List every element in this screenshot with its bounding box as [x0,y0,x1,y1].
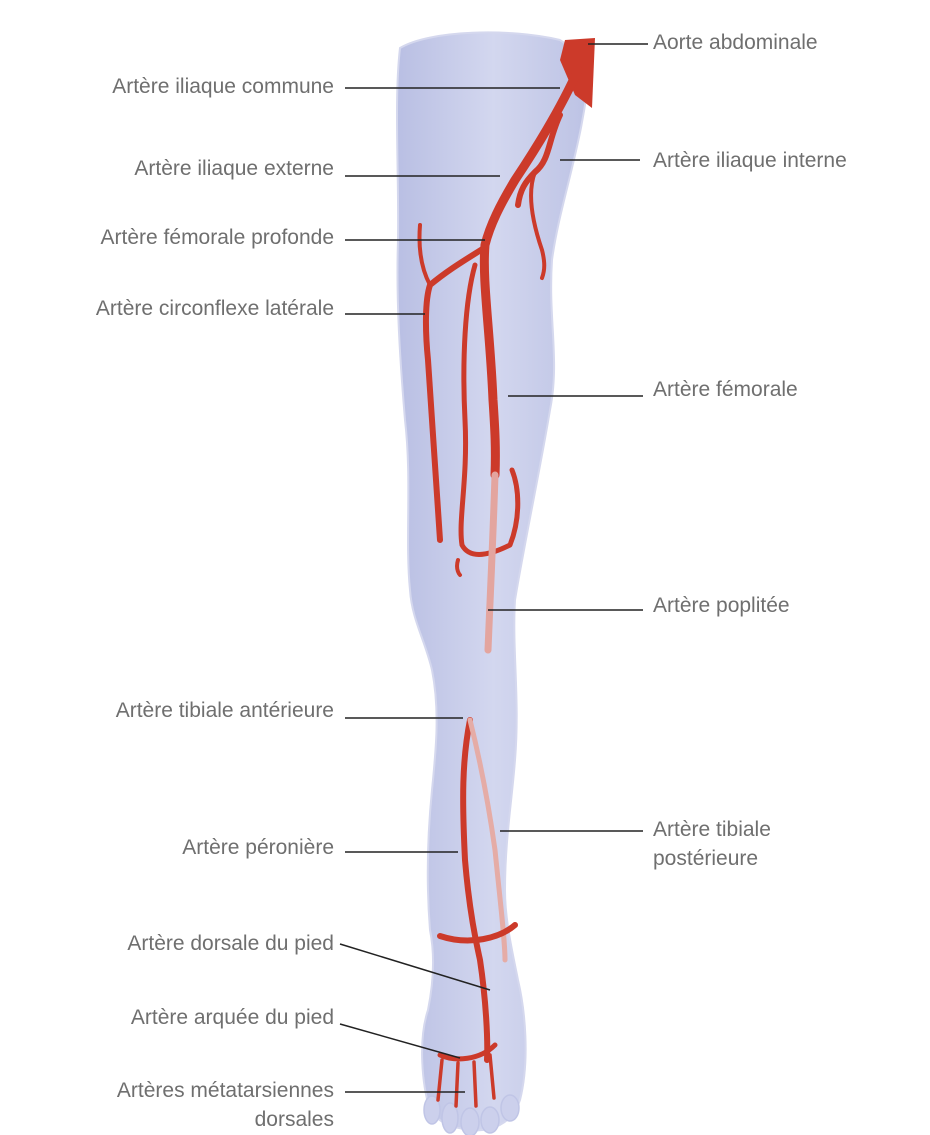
label-metatarsiennes-line2: dorsales [117,1105,334,1134]
label-iliaque-commune: Artère iliaque commune [112,73,334,101]
label-femorale: Artère fémorale [653,376,798,404]
label-circonflexe-laterale: Artère circonflexe latérale [96,295,334,323]
label-aorte-abdominale: Aorte abdominale [653,29,818,57]
label-tibiale-posterieure-line1: Artère tibiale [653,815,771,844]
label-arquee-pied: Artère arquée du pied [131,1004,334,1032]
label-metatarsiennes-line1: Artères métatarsiennes [117,1076,334,1105]
label-peroniere: Artère péronière [182,834,334,862]
label-iliaque-externe: Artère iliaque externe [134,155,334,183]
label-tibiale-posterieure-line2: postérieure [653,844,771,873]
label-iliaque-interne: Artère iliaque interne [653,147,847,175]
label-tibiale-posterieure: Artère tibiale postérieure [653,815,771,873]
label-tibiale-anterieure: Artère tibiale antérieure [116,697,334,725]
label-femorale-profonde: Artère fémorale profonde [101,224,334,252]
label-poplitee: Artère poplitée [653,592,790,620]
label-dorsale-pied: Artère dorsale du pied [127,930,334,958]
label-metatarsiennes: Artères métatarsiennes dorsales [117,1076,334,1134]
